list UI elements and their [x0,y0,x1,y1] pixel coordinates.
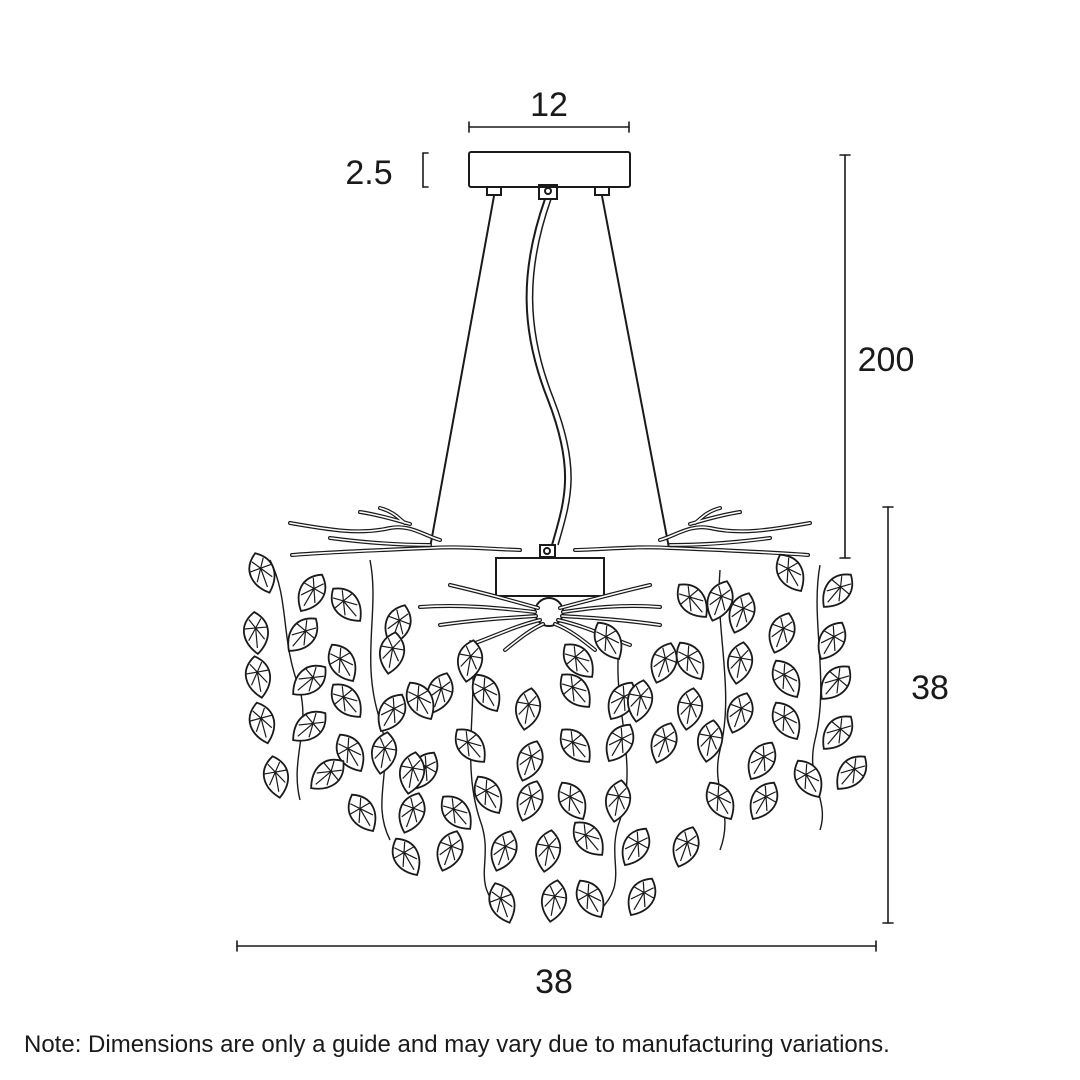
crystal-leaf [248,552,276,594]
crystal-leaf [822,573,854,608]
crystal-leaf [471,673,501,713]
label-drop-height: 200 [858,341,915,379]
crystal-leaf [310,758,345,790]
cable-connector [539,544,556,558]
crystal-leaf [562,643,594,678]
crystal-leaf [262,755,289,799]
crystal-leaf [292,664,327,696]
crystal-leaf [627,679,654,723]
crystal-leaf [488,882,516,924]
crystal-leaf [621,827,651,867]
crystal-leaf [535,829,562,873]
crystal-leaf [559,673,591,708]
crystal-leaf [836,755,868,790]
crystal-leaf [605,779,632,823]
dimensions-disclaimer-note: Note: Dimensions are only a guide and ma… [24,1031,890,1058]
crystal-leaf [706,580,734,622]
crystal-leaf [705,781,735,821]
crystal-leaf [516,740,544,782]
crystal-leaf [672,826,700,868]
crystal-leaf [559,728,591,763]
crystal-leaf [398,792,426,834]
crystal-leaf [749,781,779,821]
crystal-leaf [605,723,635,763]
crystal-leaf [822,715,854,750]
crystal-leaf [557,781,587,821]
crystal-leaf [287,617,319,652]
crystal-leaf [727,641,754,685]
suspension-wire [601,195,670,549]
crystal-leaf [490,830,518,872]
crystal-leaf [440,795,472,830]
dimension-line-canopy-width [468,121,630,133]
crystal-leaf [330,587,362,622]
crystal-leaf [473,775,503,815]
crystal-leaf [775,553,805,593]
suspension-wire [429,195,495,549]
crystal-leaf [593,621,623,661]
crystal-leaf [575,879,605,919]
crystal-leaf [297,573,327,613]
dimension-line-body-width [236,940,877,952]
crystal-leaf [817,621,847,661]
crystal-leaf [747,741,777,781]
canopy-fixing [594,186,610,196]
crystal-leaf [454,728,486,763]
crystal-leaf [675,641,705,681]
crystal-leaf [677,687,704,731]
crystal-leaf [541,879,568,923]
power-cable [525,198,567,546]
dimension-line-drop-height [839,154,851,559]
crystal-leaf [330,683,362,718]
label-body-width: 38 [535,963,573,1001]
canopy-fixing [486,186,502,196]
crystal-leaf [771,659,801,699]
leaf-vine [599,639,628,911]
crystal-leaf [243,610,269,656]
label-canopy-width: 12 [530,86,568,124]
crystal-leaves [243,552,868,924]
crystal-leaf [771,701,801,741]
dimension-line-body-height [882,506,894,924]
crystal-leaf [457,639,484,683]
crystal-leaf [820,665,852,700]
crystal-leaf [516,780,544,822]
crystal-leaf [377,693,407,733]
canopy-fixing [538,184,558,200]
crystal-leaf [572,821,604,856]
crystal-leaf [436,830,464,872]
crystal-leaf [405,681,435,721]
crystal-leaf [768,612,796,654]
crystal-leaf [399,751,426,795]
crystal-leaf [371,731,398,775]
driver-box [495,557,605,597]
crystal-leaf [650,722,678,764]
crystal-leaf [292,710,327,742]
crystal-leaf [676,583,708,618]
crystal-leaf [248,701,276,745]
crystal-leaf [627,877,657,917]
crystal-leaf [391,837,421,877]
crystal-leaf [347,793,377,833]
crystal-leaf [650,642,678,684]
label-canopy-height: 2.5 [345,154,392,192]
crystal-leaf [697,719,724,763]
crystal-leaf [379,631,406,675]
crystal-leaf [793,759,823,799]
crystal-leaf [728,592,756,634]
leaf-vine [811,564,824,831]
crystal-leaf [327,643,357,683]
crystal-leaf [244,655,271,699]
dimension-line-canopy-height [422,152,429,188]
ceiling-canopy [468,151,631,188]
crystal-leaf [726,692,754,734]
label-body-height: 38 [911,669,949,707]
crystal-leaf [515,687,542,731]
